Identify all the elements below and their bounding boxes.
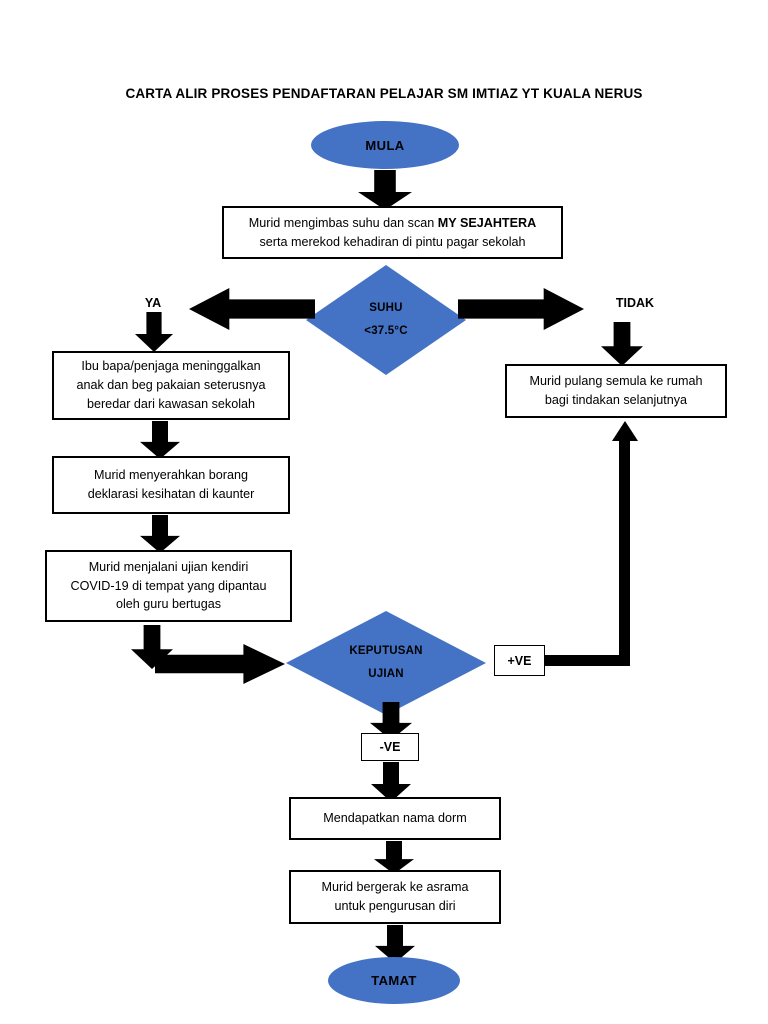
node-go-home-line1: Murid pulang semula ke rumah [529,374,703,389]
node-self-test[interactable]: Murid menjalani ujian kendiri COVID-19 d… [45,550,292,622]
node-parent-line2: anak dan beg pakaian seterusnya [76,378,266,393]
node-self-test-line1: Murid menjalani ujian kendiri [88,559,249,574]
label-positive-text: +VE [507,653,532,668]
arrow-suhu-to-ya [189,288,315,330]
node-self-test-line3: oleh guru bertugas [115,597,221,612]
node-decision-suhu[interactable]: SUHU <37.5°C [306,265,466,375]
arrow-ya-down [135,312,173,352]
decision-result-line2: UJIAN [368,668,404,680]
node-move-to-hostel-line1: Murid bergerak ke asrama [321,880,469,895]
branch-label-ya: YA [144,296,162,310]
page-title: CARTA ALIR PROSES PENDAFTARAN PELAJAR SM… [125,86,643,101]
decision-result-text: KEPUTUSAN UJIAN [286,611,486,715]
node-parent-line1: Ibu bapa/penjaga meninggalkan [81,359,261,374]
node-health-form-line2: deklarasi kesihatan di kaunter [87,487,255,501]
node-end-tamat[interactable]: TAMAT [328,957,460,1004]
arrow-tidak-down [601,322,643,366]
node-move-to-hostel-line2: untuk pengurusan diri [334,899,456,913]
arrow-suhu-to-tidak [458,288,584,330]
node-scan-line1-text: Murid mengimbas suhu dan scan [248,215,438,230]
node-start-mula[interactable]: MULA [311,121,459,169]
node-scan-mysejahtera[interactable]: Murid mengimbas suhu dan scan MY SEJAHTE… [222,206,563,259]
decision-suhu-text: SUHU <37.5°C [306,265,466,375]
node-scan-line2: serta merekod kehadiran di pintu pagar s… [259,234,526,249]
node-parent-leaves[interactable]: Ibu bapa/penjaga meninggalkan anak dan b… [52,351,290,420]
elbow-arrowhead-icon [612,421,638,441]
node-start-label: MULA [365,137,405,153]
decision-result-line1: KEPUTUSAN [349,645,423,657]
node-parent-line3: beredar dari kawasan sekolah [86,396,256,411]
elbow-horizontal-segment [545,655,630,666]
node-move-to-hostel[interactable]: Murid bergerak ke asrama untuk pengurusa… [289,870,501,924]
node-health-form[interactable]: Murid menyerahkan borang deklarasi kesih… [52,456,290,514]
arrow-negative-to-dorm [371,762,411,802]
node-health-form-line1: Murid menyerahkan borang [93,468,248,483]
node-go-home-line2: bagi tindakan selanjutnya [544,393,688,407]
decision-suhu-line2: <37.5°C [364,325,408,337]
label-box-negative[interactable]: -VE [361,733,419,761]
arrow-healthform-to-selftest [140,515,180,553]
elbow-vertical-segment [619,441,630,666]
node-go-home[interactable]: Murid pulang semula ke rumah bagi tindak… [505,364,727,418]
node-dorm-name[interactable]: Mendapatkan nama dorm [289,797,501,840]
label-box-positive[interactable]: +VE [494,645,545,676]
arrow-start-to-scan [358,170,412,210]
node-scan-line1-bold: MY SEJAHTERA [437,215,537,230]
arrow-selftest-to-decision-result [155,644,285,684]
arrow-parent-to-healthform [140,421,180,459]
label-negative-text: -VE [379,740,401,754]
decision-suhu-line1: SUHU [369,302,403,314]
branch-label-tidak: TIDAK [615,296,655,310]
node-end-label: TAMAT [371,973,417,988]
node-decision-result[interactable]: KEPUTUSAN UJIAN [286,611,486,715]
node-self-test-line2: COVID-19 di tempat yang dipantau [70,578,267,593]
node-dorm-name-line1: Mendapatkan nama dorm [323,811,467,826]
